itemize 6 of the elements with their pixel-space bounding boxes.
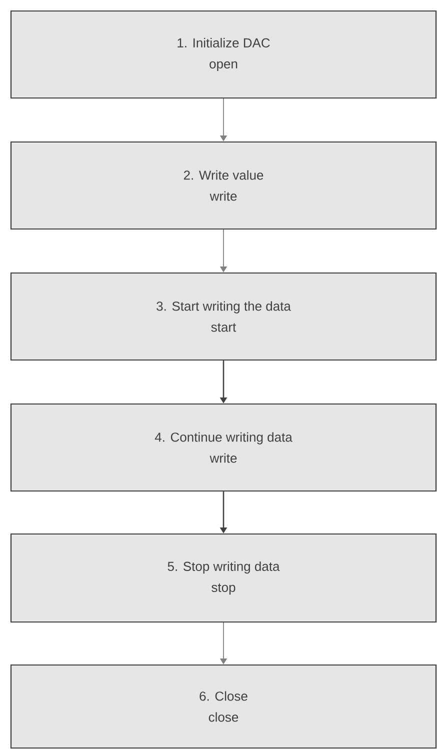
process-box: 2. Write value write xyxy=(10,141,437,230)
process-box: 6. Close close xyxy=(10,664,437,749)
process-box: 3. Start writing the data start xyxy=(10,272,437,361)
process-box: 1. Initialize DAC open xyxy=(10,10,437,99)
process-box: 4. Continue writing data write xyxy=(10,403,437,492)
process-box: 5. Stop writing data stop xyxy=(10,533,437,623)
